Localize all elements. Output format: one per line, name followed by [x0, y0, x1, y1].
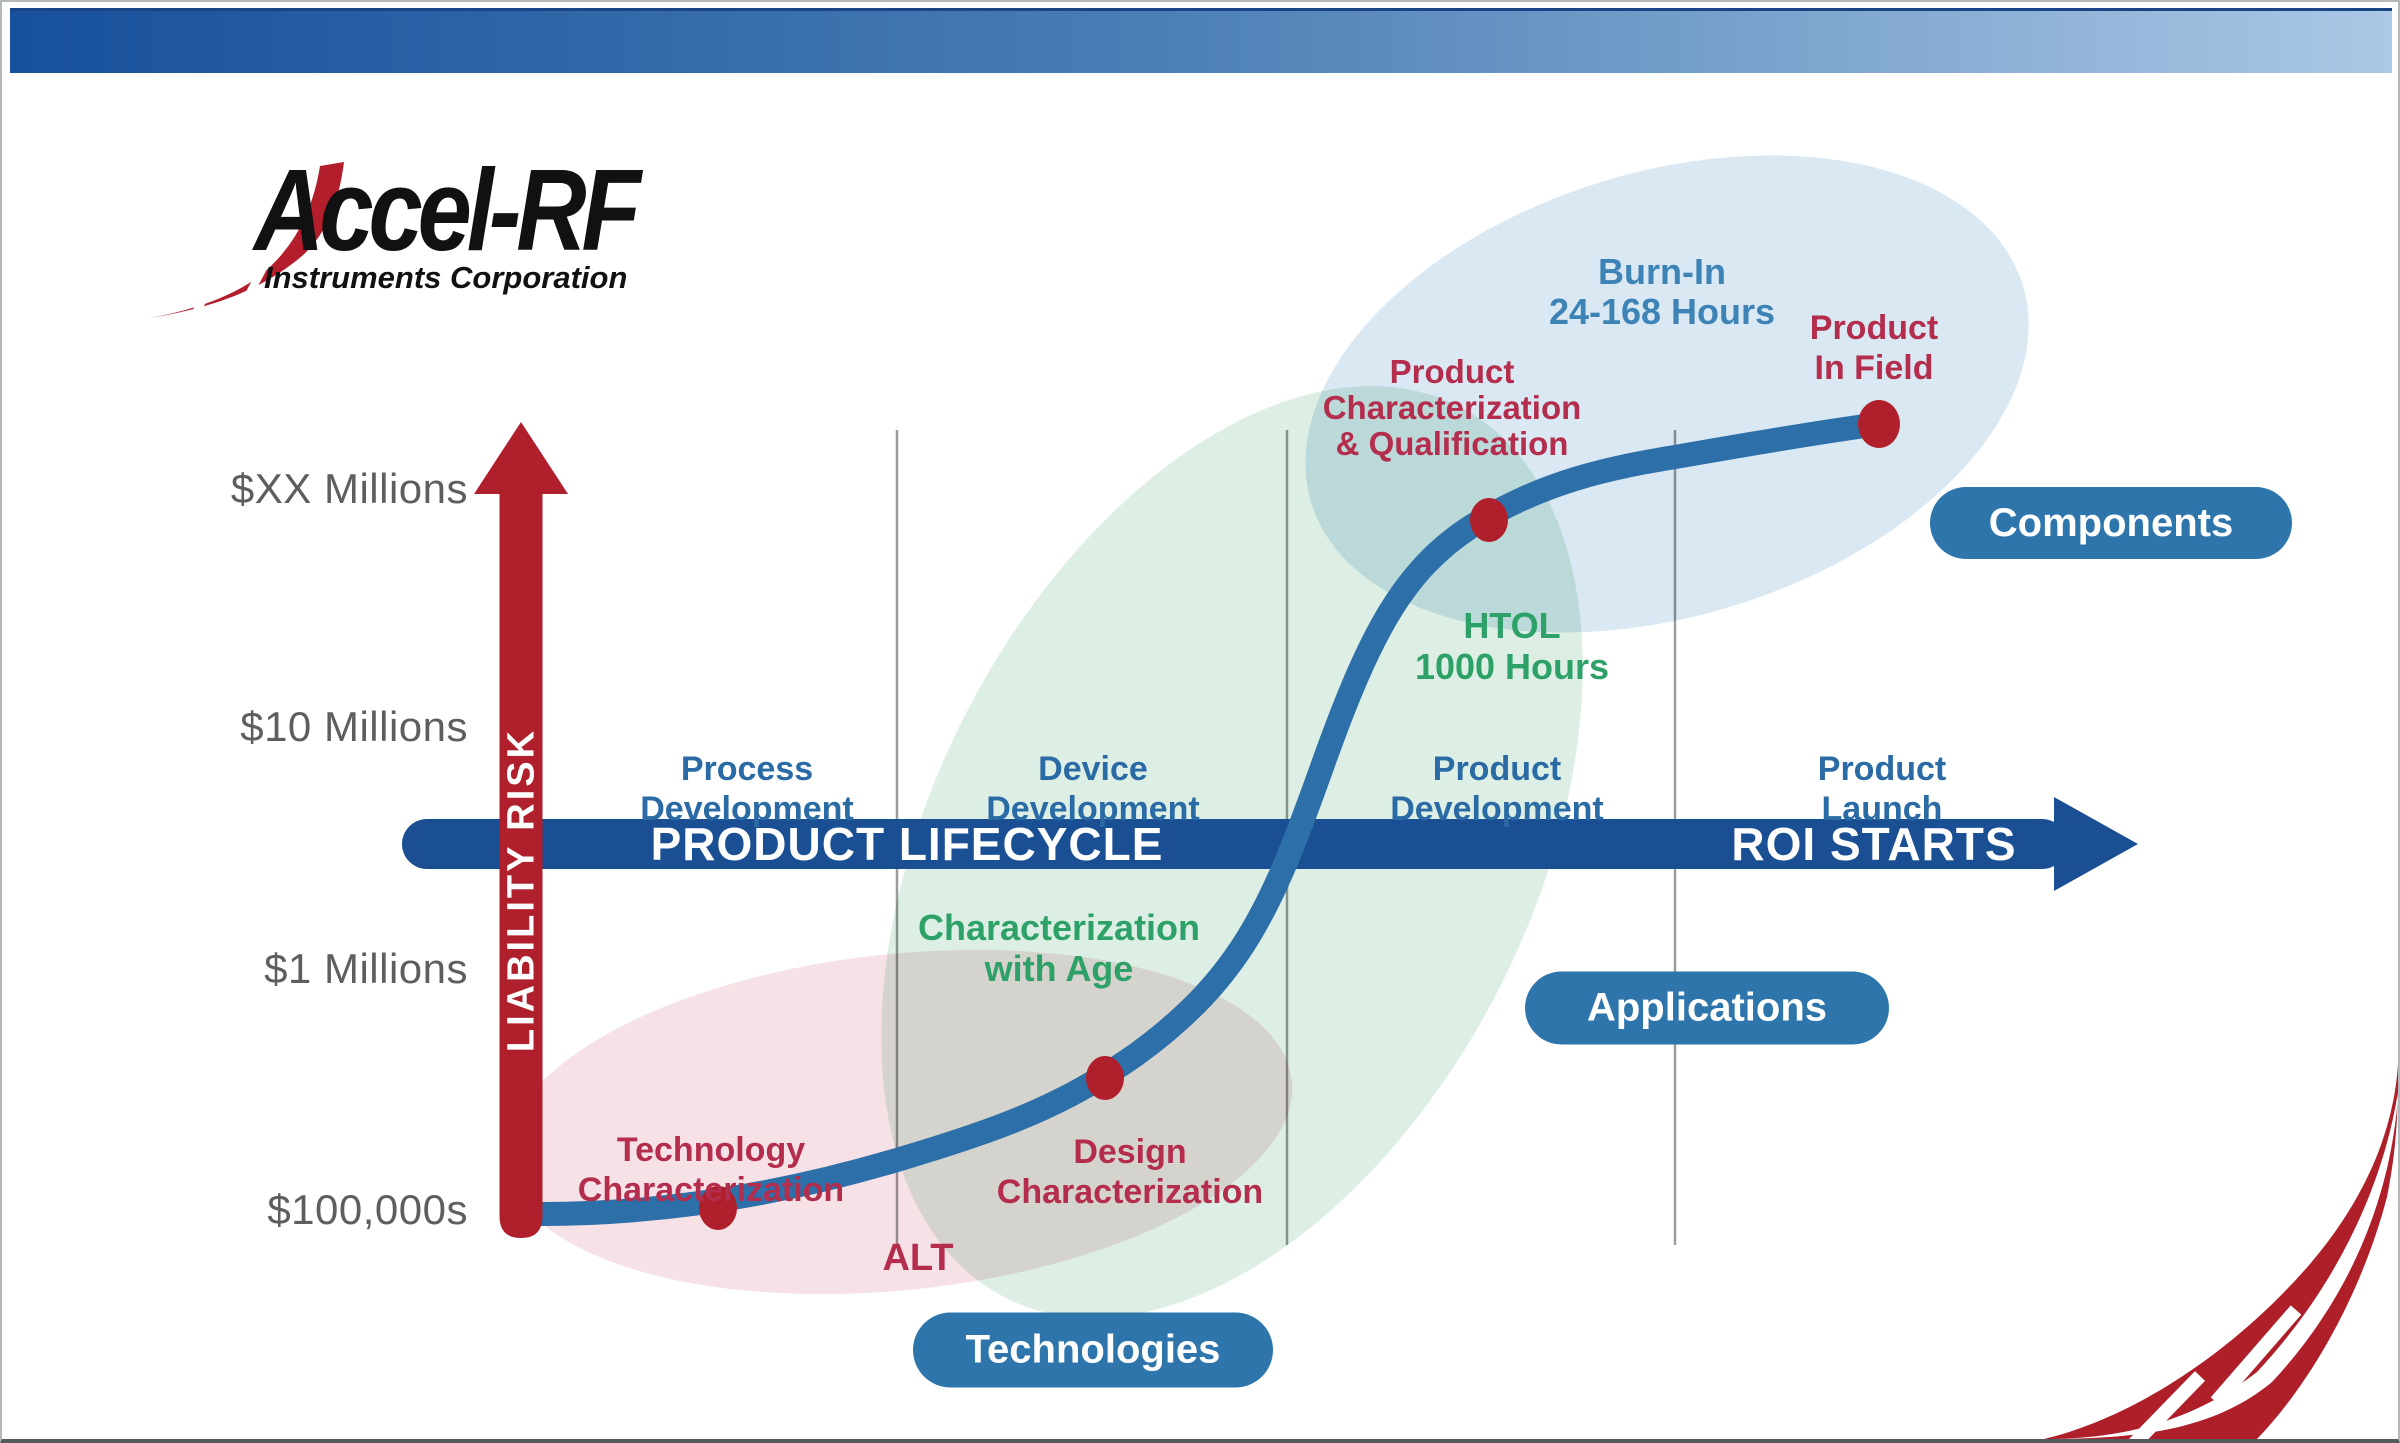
label-alt: ALT [882, 1237, 954, 1279]
phase-line: Device [1038, 750, 1148, 788]
label-line: Product [1809, 309, 1939, 347]
y-tick-1-millions: $1 Millions [264, 945, 468, 992]
technologies-button[interactable]: Technologies [913, 1312, 1273, 1388]
logo-subtitle: Instruments Corporation [264, 260, 628, 295]
liability-risk-arrow [474, 422, 568, 1238]
reliability-s-curve [530, 412, 1891, 1226]
label-technology-characterization: Technology Characterization [578, 1130, 844, 1210]
label-characterization-with-age: Characterization with Age [918, 907, 1200, 989]
label-line: Characterization [917, 907, 1201, 948]
label-line: Burn-In [1598, 251, 1726, 292]
phase-line: Product [1817, 750, 1947, 788]
label-product-in-field: Product In Field [1810, 308, 1938, 388]
top-gradient-bar [10, 8, 2392, 73]
logo-swoosh-icon [150, 162, 344, 322]
label-line: HTOL [1463, 605, 1561, 646]
label-line: 1000 Hours [1414, 646, 1610, 687]
label-line: Technology [616, 1131, 806, 1169]
milestone-dot-technology-characterization [699, 1186, 737, 1230]
phase-device-development: Device Development [986, 749, 1200, 829]
milestone-dot-design-characterization [1086, 1056, 1124, 1100]
applications-button[interactable]: Applications [1525, 971, 1889, 1045]
label-line: Characterization [1322, 389, 1582, 426]
label-line: Characterization [996, 1173, 1264, 1211]
y-axis-title: LIABILITY RISK [500, 727, 543, 1053]
label-line: & Qualification [1335, 425, 1569, 462]
milestone-dot-product-in-field [1858, 400, 1900, 448]
label-design-characterization: Design Characterization [997, 1132, 1263, 1212]
roi-starts-label: ROI STARTS [1731, 818, 2017, 870]
y-tick-xx-millions: $XX Millions [230, 465, 468, 512]
components-button[interactable]: Components [1930, 487, 2292, 559]
phase-process-development: Process Development [640, 749, 854, 829]
product-lifecycle-label: PRODUCT LIFECYCLE [650, 818, 1164, 870]
phase-line: Product [1432, 750, 1562, 788]
label-line: Characterization [577, 1171, 845, 1209]
label-line: Product [1389, 353, 1515, 390]
corner-swoosh-icon [2044, 1064, 2398, 1439]
label-burn-in: Burn-In 24-168 Hours [1549, 252, 1775, 332]
phase-line: Launch [1821, 790, 1943, 828]
label-line: In Field [1814, 349, 1934, 387]
y-tick-100-thousands: $100,000s [267, 1186, 468, 1233]
label-line: Design [1073, 1133, 1187, 1171]
phase-line: Development [986, 790, 1200, 828]
y-tick-10-millions: $10 Millions [240, 703, 468, 750]
milestone-dot-product-characterization [1470, 498, 1508, 542]
phase-product-launch: Product Launch [1818, 749, 1946, 829]
label-product-characterization: Product Characterization & Qualification [1323, 354, 1582, 462]
phase-product-development: Product Development [1390, 749, 1604, 829]
phase-line: Process [680, 750, 814, 788]
label-line: with Age [984, 948, 1134, 989]
phase-line: Development [640, 790, 854, 828]
label-htol: HTOL 1000 Hours [1415, 605, 1609, 687]
label-line: 24-168 Hours [1548, 291, 1776, 332]
phase-line: Development [1390, 790, 1604, 828]
logo-wordmark: Accel-RF [254, 145, 641, 275]
product-lifecycle-arrow [402, 797, 2138, 891]
